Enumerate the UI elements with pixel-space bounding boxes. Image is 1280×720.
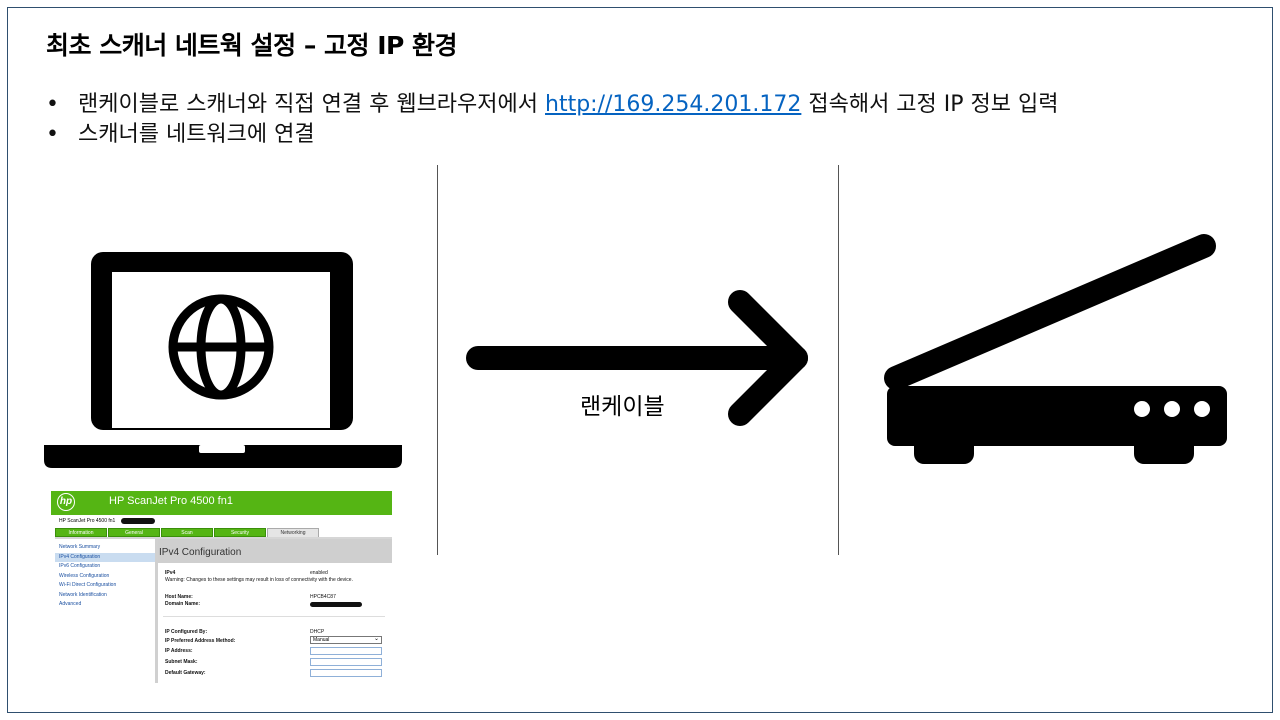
tab-general[interactable]: General (108, 528, 160, 537)
ip-configured-by-value: DHCP (310, 629, 325, 635)
redaction-mark (121, 518, 155, 524)
ews-panel-title: IPv4 Configuration (159, 547, 242, 558)
bullet-item-2: • 스캐너를 네트워크에 연결 (46, 120, 1058, 150)
hp-logo-icon: hp (57, 493, 75, 511)
ip-address-input[interactable] (310, 647, 382, 655)
ews-side-nav: Network Summary IPv4 Configuration IPv6 … (55, 543, 155, 610)
nav-ipv4-configuration[interactable]: IPv4 Configuration (55, 552, 155, 562)
ip-method-select[interactable]: Manual ⌄ (310, 636, 382, 644)
lan-cable-label: 랜케이블 (580, 394, 665, 420)
flatbed-scanner-icon (884, 234, 1227, 464)
ip-address-label: IP Address: (165, 648, 193, 654)
nav-advanced[interactable]: Advanced (59, 601, 82, 607)
ews-device-name: HP ScanJet Pro 4500 fn1 (59, 518, 116, 524)
ip-configured-by-label: IP Configured By: (165, 629, 208, 635)
ipv4-label: IPv4 (165, 570, 176, 576)
ip-method-value: Manual (313, 637, 330, 643)
subnet-mask-input[interactable] (310, 658, 382, 666)
divider-right (838, 165, 839, 555)
nav-network-summary[interactable]: Network Summary (59, 544, 101, 550)
hp-ews-screenshot: hp HP ScanJet Pro 4500 fn1 HP ScanJet Pr… (51, 491, 392, 683)
divider-left (437, 165, 438, 555)
ews-header-bar: hp HP ScanJet Pro 4500 fn1 (51, 491, 392, 515)
default-gateway-label: Default Gateway: (165, 670, 206, 676)
tab-security[interactable]: Security (214, 528, 266, 537)
subnet-mask-label: Subnet Mask: (165, 659, 198, 665)
section-divider (163, 616, 385, 617)
laptop-globe-icon (44, 252, 402, 468)
bullet-marker: • (46, 122, 59, 147)
ews-panel-header (158, 539, 392, 563)
default-gateway-input[interactable] (310, 669, 382, 677)
ipv4-warning: Warning: Changes to these settings may r… (165, 577, 353, 583)
slide-frame (7, 7, 1273, 713)
ip-method-label: IP Preferred Address Method: (165, 638, 236, 644)
bullet-text-tail: 접속해서 고정 IP 정보 입력 (801, 92, 1059, 117)
bullet-marker: • (46, 92, 59, 117)
nav-network-identification[interactable]: Network Identification (59, 591, 107, 598)
bullet-item-1: • 랜케이블로 스캐너와 직접 연결 후 웹브라우저에서 http://169.… (46, 90, 1058, 120)
ews-header-title: HP ScanJet Pro 4500 fn1 (109, 495, 233, 507)
host-name-value: HPCB4C87 (310, 594, 336, 600)
nav-wireless-configuration[interactable]: Wireless Configuration (59, 572, 110, 579)
bullet-text: 스캐너를 네트워크에 연결 (78, 122, 315, 147)
tab-information[interactable]: Information (55, 528, 107, 537)
ipv4-status: enabled (310, 570, 328, 576)
domain-name-label: Domain Name: (165, 601, 201, 607)
nav-wifi-direct-configuration[interactable]: Wi-Fi Direct Configuration (59, 582, 117, 588)
tab-scan[interactable]: Scan (161, 528, 213, 537)
host-name-label: Host Name: (165, 594, 193, 600)
ews-tab-bar: Information General Scan Security Networ… (55, 528, 320, 538)
ews-nav-scrollbar (155, 539, 158, 683)
redaction-mark (310, 602, 362, 607)
chevron-down-icon: ⌄ (373, 636, 379, 642)
bullet-text: 랜케이블로 스캐너와 직접 연결 후 웹브라우저에서 (78, 92, 546, 117)
ews-tab-underline (55, 537, 392, 539)
scanner-ip-link[interactable]: http://169.254.201.172 (545, 92, 802, 117)
bullet-list: • 랜케이블로 스캐너와 직접 연결 후 웹브라우저에서 http://169.… (46, 90, 1058, 150)
arrow-right-icon (466, 290, 808, 426)
slide-title: 최초 스캐너 네트웍 설정 – 고정 IP 환경 (46, 31, 458, 60)
nav-ipv6-configuration[interactable]: IPv6 Configuration (59, 563, 101, 569)
